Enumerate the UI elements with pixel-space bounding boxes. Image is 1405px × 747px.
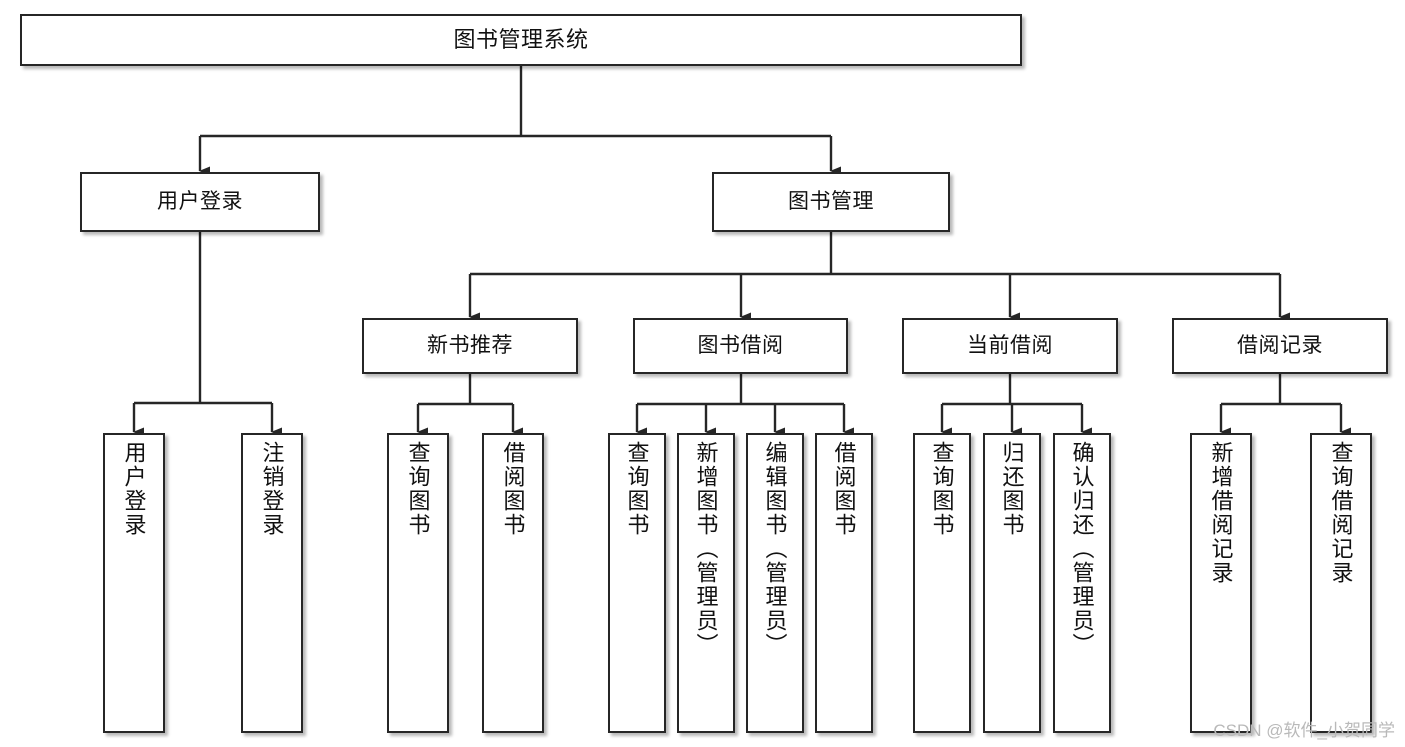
node-leaf-c-query[interactable]: 查询图书 xyxy=(913,433,971,733)
node-label: 借阅图书 xyxy=(831,441,857,537)
node-label: 查询借阅记录 xyxy=(1328,441,1354,585)
node-leaf-b-edit[interactable]: 编辑图书（管理员） xyxy=(746,433,804,733)
node-label: 确认归还（管理员） xyxy=(1069,441,1095,657)
node-label: 新增图书（管理员） xyxy=(693,441,719,657)
node-label: 注销登录 xyxy=(259,441,285,537)
node-leaf-r-add[interactable]: 新增借阅记录 xyxy=(1190,433,1252,733)
node-borrow[interactable]: 图书借阅 xyxy=(633,318,848,374)
node-label: 新增借阅记录 xyxy=(1208,441,1234,585)
watermark-text: CSDN @软件_小贺同学 xyxy=(1213,721,1395,740)
node-label: 编辑图书（管理员） xyxy=(762,441,788,657)
node-login[interactable]: 用户登录 xyxy=(80,172,320,232)
node-current[interactable]: 当前借阅 xyxy=(902,318,1118,374)
node-bookmgmt[interactable]: 图书管理 xyxy=(712,172,950,232)
node-leaf-b-borrow[interactable]: 借阅图书 xyxy=(815,433,873,733)
node-label: 查询图书 xyxy=(624,441,650,537)
node-label: 用户登录 xyxy=(157,189,243,213)
node-leaf-b-query[interactable]: 查询图书 xyxy=(608,433,666,733)
node-leaf-c-confirm[interactable]: 确认归还（管理员） xyxy=(1053,433,1111,733)
node-label: 新书推荐 xyxy=(427,333,513,357)
node-leaf-new-borrow[interactable]: 借阅图书 xyxy=(482,433,544,733)
node-label: 借阅记录 xyxy=(1237,333,1323,357)
node-leaf-c-return[interactable]: 归还图书 xyxy=(983,433,1041,733)
node-label: 图书借阅 xyxy=(697,333,784,357)
node-newbook[interactable]: 新书推荐 xyxy=(362,318,578,374)
node-leaf-r-query[interactable]: 查询借阅记录 xyxy=(1310,433,1372,733)
node-label: 查询图书 xyxy=(405,441,431,537)
node-leaf-logout[interactable]: 注销登录 xyxy=(241,433,303,733)
node-leaf-b-add[interactable]: 新增图书（管理员） xyxy=(677,433,735,733)
node-leaf-user-login[interactable]: 用户登录 xyxy=(103,433,165,733)
node-label: 归还图书 xyxy=(999,441,1025,537)
node-label: 查询图书 xyxy=(929,441,955,537)
node-label: 图书管理 xyxy=(788,189,874,213)
node-label: 当前借阅 xyxy=(967,333,1053,357)
node-records[interactable]: 借阅记录 xyxy=(1172,318,1388,374)
node-leaf-new-query[interactable]: 查询图书 xyxy=(387,433,449,733)
node-label: 用户登录 xyxy=(121,441,147,537)
node-label: 图书管理系统 xyxy=(453,27,589,53)
node-root[interactable]: 图书管理系统 xyxy=(20,14,1022,66)
node-label: 借阅图书 xyxy=(500,441,526,537)
